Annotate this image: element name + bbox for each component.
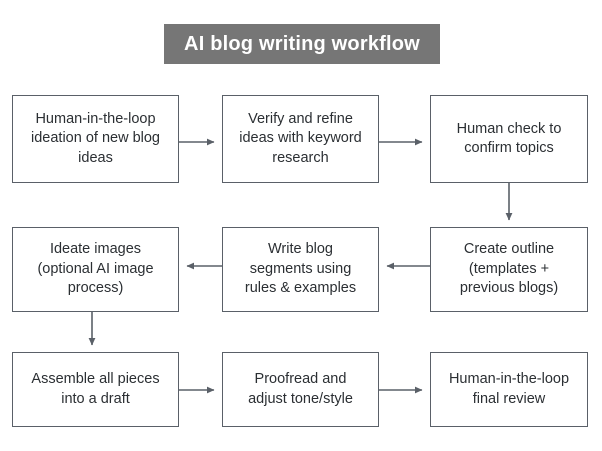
node-label: Human check to confirm topics <box>456 120 562 156</box>
node-label: Ideate images (optional AI image process… <box>37 241 154 297</box>
process-node-write-blog-segments[interactable]: Write blog segments using rules & exampl… <box>222 227 379 312</box>
process-node-verify-and-refine-ideas[interactable]: Verify and refine ideas with keyword res… <box>222 95 379 183</box>
node-label: Write blog segments using rules & exampl… <box>244 241 357 297</box>
node-label: Proofread and adjust tone/style <box>248 371 353 407</box>
node-label: Assemble all pieces into a draft <box>31 371 160 407</box>
diagram-title-banner: AI blog writing workflow <box>164 24 440 64</box>
process-node-create-outline[interactable]: Create outline (templates + previous blo… <box>430 227 588 312</box>
process-node-ideate-images[interactable]: Ideate images (optional AI image process… <box>12 227 179 312</box>
process-node-human-in-the-loop-final-review[interactable]: Human-in-the-loop final review <box>430 352 588 427</box>
process-node-assemble-all-pieces[interactable]: Assemble all pieces into a draft <box>12 352 179 427</box>
process-node-proofread-adjust-tone[interactable]: Proofread and adjust tone/style <box>222 352 379 427</box>
node-label: Human-in-the-loop final review <box>448 371 570 407</box>
process-node-human-check-confirm-topics[interactable]: Human check to confirm topics <box>430 95 588 183</box>
node-label: Create outline (templates + previous blo… <box>459 241 559 297</box>
process-node-human-in-the-loop-ideation[interactable]: Human-in-the-loop ideation of new blog i… <box>12 95 179 183</box>
node-label: Human-in-the-loop ideation of new blog i… <box>31 110 160 166</box>
node-label: Verify and refine ideas with keyword res… <box>239 110 362 166</box>
diagram-title: AI blog writing workflow <box>184 32 420 55</box>
